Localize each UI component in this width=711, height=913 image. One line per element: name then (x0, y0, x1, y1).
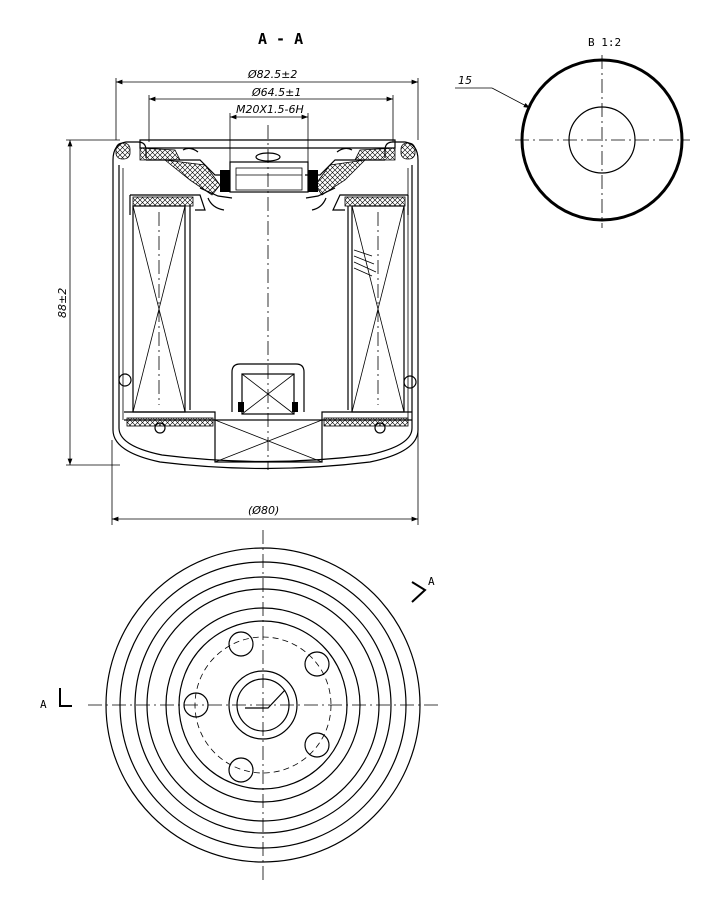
filter-media-right (351, 205, 405, 413)
bottom-end-cap (124, 411, 412, 463)
thread-label: M20X1.5-6H (236, 103, 304, 116)
dimension-thread: M20X1.5-6H (229, 103, 309, 165)
detail-title: B 1:2 (588, 36, 621, 49)
dimension-body-diameter: (Ø80) (111, 430, 419, 525)
inlet-holes (183, 631, 330, 783)
top-view: A A (40, 530, 440, 880)
filter-media-left (132, 205, 186, 413)
center-tube (189, 125, 349, 470)
detail-leader-label: 15 (458, 74, 472, 87)
dimension-inner-diameter: Ø64.5±1 (148, 86, 394, 142)
height-label: 88±2 (56, 288, 69, 318)
dimension-outer-diameter: Ø82.5±2 (115, 68, 419, 140)
dimension-height: 88±2 (56, 139, 120, 466)
section-view-a-a: A - A Ø82.5±2 Ø64.5±1 M20X1.5-6H (56, 30, 419, 525)
detail-view-b: B 1:2 15 (455, 36, 690, 228)
section-mark-left-label: A (40, 698, 47, 711)
inner-diameter-label: Ø64.5±1 (251, 86, 301, 99)
threaded-nut (199, 161, 336, 211)
section-marker-left: A (40, 688, 72, 711)
section-mark-right-label: A (428, 575, 435, 588)
top-end-cap (129, 194, 409, 215)
bypass-valve (231, 363, 305, 415)
body-diameter-label: (Ø80) (248, 504, 279, 517)
section-title: A - A (258, 30, 303, 48)
cover-plate (139, 139, 396, 196)
section-marker-right: A (411, 575, 435, 603)
outer-diameter-label: Ø82.5±2 (247, 68, 297, 81)
